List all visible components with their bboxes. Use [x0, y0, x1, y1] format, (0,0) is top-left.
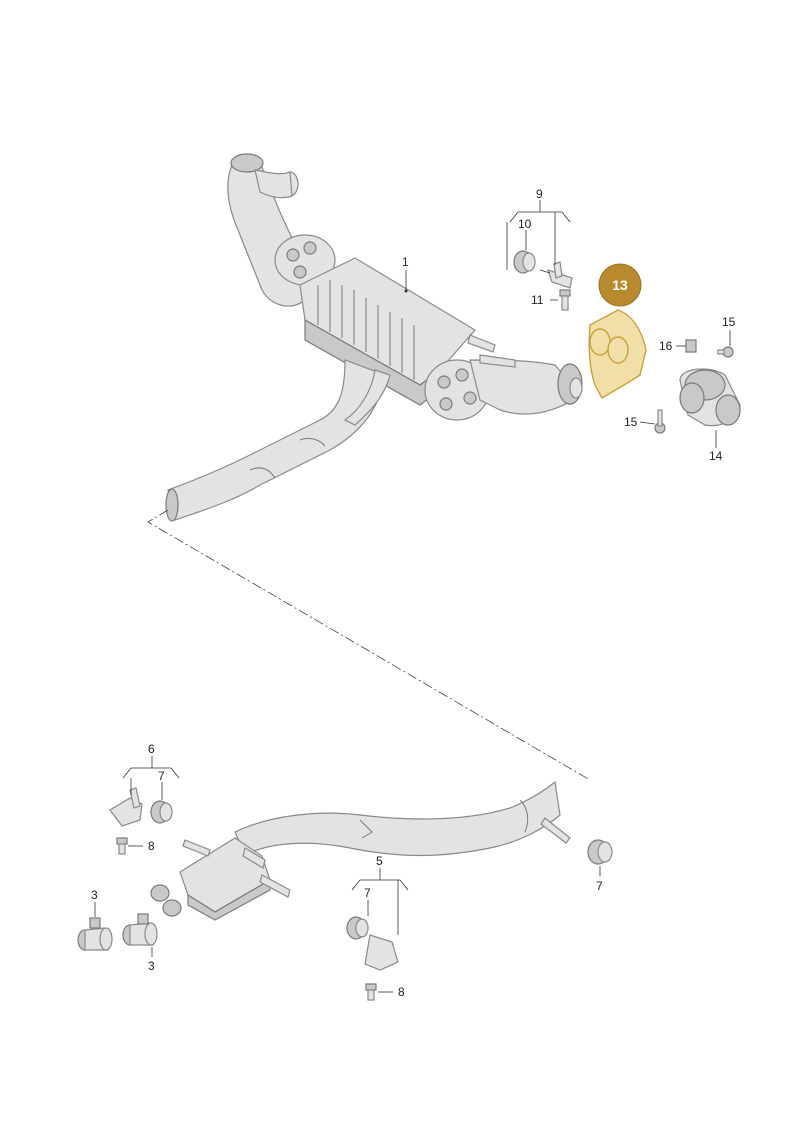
- bolt-8-left[interactable]: [116, 837, 128, 855]
- callout-3-right: 3: [148, 959, 155, 973]
- tailpipe-trim-14[interactable]: [679, 368, 741, 427]
- rubber-mount-7-right[interactable]: [587, 839, 613, 865]
- rubber-mount-7-left[interactable]: [150, 800, 173, 824]
- bolt-15-bottom[interactable]: [654, 409, 666, 434]
- callout-7-left: 7: [158, 769, 165, 783]
- callout-14: 14: [709, 449, 723, 463]
- callout-7-middle: 7: [364, 886, 371, 900]
- bolt-15-top[interactable]: [717, 346, 734, 358]
- leader-lines: [94, 200, 731, 993]
- callout-8-right: 8: [398, 985, 405, 999]
- callout-15-bottom: 15: [624, 415, 638, 429]
- hanger-bracket-5[interactable]: [364, 934, 399, 971]
- part-13-highlighted[interactable]: [588, 309, 647, 399]
- callout-7-right: 7: [596, 879, 603, 893]
- front-silencer-assembly[interactable]: [150, 780, 571, 921]
- rubber-mount-7-middle[interactable]: [346, 916, 369, 940]
- callout-11: 11: [531, 293, 544, 307]
- callout-6: 6: [148, 742, 155, 756]
- callout-10: 10: [518, 217, 532, 231]
- callout-13: 13: [612, 277, 628, 293]
- bolt-11[interactable]: [559, 289, 571, 311]
- callout-15-top: 15: [722, 315, 736, 329]
- callout-1: 1: [402, 255, 409, 269]
- connection-line: [147, 509, 591, 781]
- rubber-mount-10[interactable]: [513, 250, 536, 274]
- callout-3-left: 3: [91, 888, 98, 902]
- callout-13-badge[interactable]: 13: [598, 263, 642, 307]
- clip-16[interactable]: [685, 339, 697, 353]
- clamp-3-left[interactable]: [77, 917, 113, 951]
- clamp-3-right[interactable]: [122, 913, 158, 946]
- bolt-8-right[interactable]: [365, 983, 377, 1001]
- callout-8-left: 8: [148, 839, 155, 853]
- hanger-bracket[interactable]: [539, 261, 573, 289]
- callout-5: 5: [376, 854, 383, 868]
- rear-silencer-assembly[interactable]: [165, 153, 583, 522]
- callout-16: 16: [659, 339, 673, 353]
- callout-9: 9: [536, 187, 543, 201]
- hanger-bracket-6[interactable]: [109, 787, 143, 827]
